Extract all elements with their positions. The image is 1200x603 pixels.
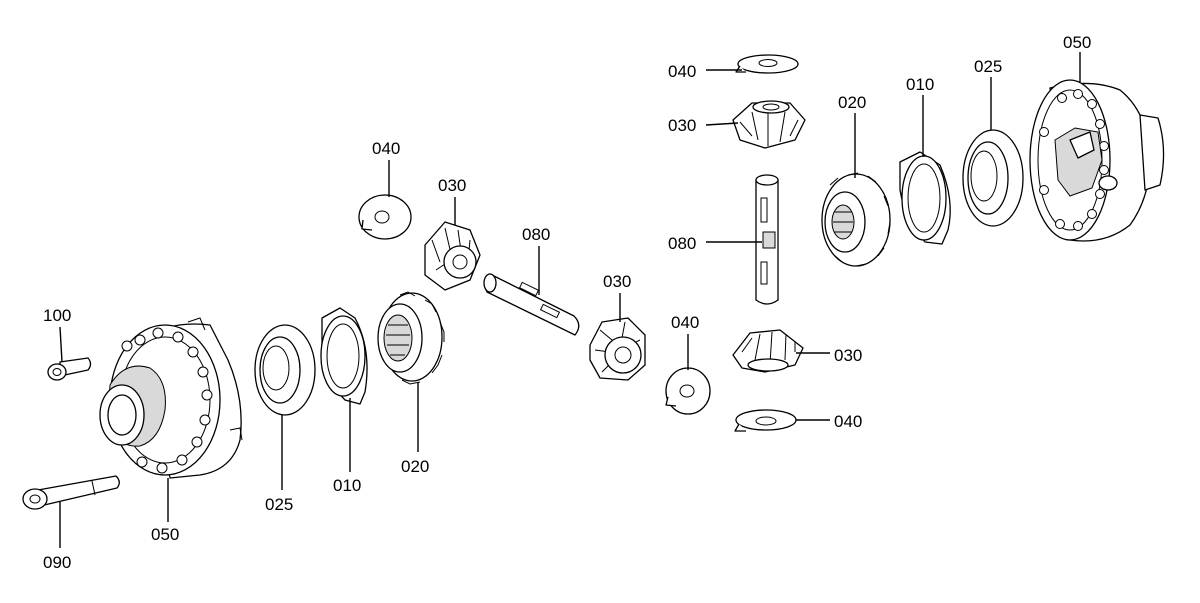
callout-040-mid: 040 — [671, 313, 699, 332]
washer-left — [358, 194, 412, 240]
callout-010-right: 010 — [906, 75, 934, 94]
housing-left — [99, 317, 243, 479]
callout-010-left: 010 — [333, 476, 361, 495]
callout-090: 090 — [43, 553, 71, 572]
screw-short — [47, 357, 92, 381]
pinion-top — [732, 100, 806, 149]
ring-left — [254, 324, 316, 416]
housing-right — [1029, 79, 1165, 242]
pinion-left-upper — [424, 221, 481, 291]
washer-right-low — [734, 409, 797, 432]
callout-030-right-low: 030 — [834, 346, 862, 365]
callout-080-right: 080 — [668, 234, 696, 253]
side-gear-left — [377, 291, 445, 385]
callout-020-left: 020 — [401, 457, 429, 476]
side-gear-right — [821, 172, 891, 267]
callout-030-mid: 030 — [603, 272, 631, 291]
callout-080-left: 080 — [522, 225, 550, 244]
callout-040-right-low: 040 — [834, 412, 862, 431]
callout-labels: 100 090 050 025 010 020 040 030 080 030 … — [43, 33, 1091, 572]
housing-left-bolt-holes — [121, 327, 213, 474]
cross-pin-right — [755, 174, 779, 305]
housing-right-bolt-holes — [1039, 89, 1109, 231]
callout-025-left: 025 — [265, 495, 293, 514]
callout-030-left: 030 — [438, 176, 466, 195]
callout-030-top: 030 — [668, 116, 696, 135]
callout-040-left: 040 — [372, 139, 400, 158]
pinion-right-low — [732, 329, 804, 373]
washer-mid — [665, 367, 711, 415]
pinion-mid — [589, 317, 646, 381]
callout-025-right: 025 — [974, 57, 1002, 76]
callout-040-top: 040 — [668, 62, 696, 81]
callout-050-right: 050 — [1063, 33, 1091, 52]
cross-pin-left — [483, 273, 580, 336]
bolt-long — [22, 475, 120, 510]
disc-left — [320, 307, 368, 405]
callout-050-left: 050 — [151, 525, 179, 544]
ring-right — [962, 129, 1024, 227]
washer-top — [735, 54, 799, 74]
callout-100: 100 — [43, 306, 71, 325]
disc-right — [899, 151, 951, 245]
leader-lines — [59, 52, 1081, 548]
callout-020-right: 020 — [838, 93, 866, 112]
